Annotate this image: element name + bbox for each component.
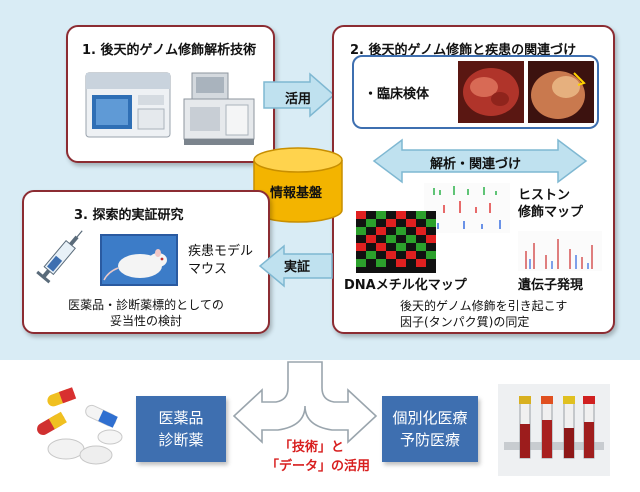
sequencer-instrument-image [85,72,171,138]
syringe-icon [36,230,83,284]
dna-methylation-label: DNAメチル化マップ [344,278,467,293]
card-analysis-technology: 1. 後天的ゲノム修飾解析技術 [66,25,275,163]
tissue-photo-2 [528,61,594,123]
drugs-diagnostics-box: 医薬品 診断薬 [136,396,226,462]
verify-arrow [258,244,333,288]
gene-expression-chart [518,231,602,271]
caption-line2: 「データ」の活用 [266,459,371,474]
mouse-photo [100,234,178,286]
split-arrow [232,361,378,444]
card-title-technology: 1. 後天的ゲノム修飾解析技術 [82,43,257,58]
specimen-label: ・臨床検体 [364,87,430,102]
dna-methylation-heatmap [356,211,436,273]
factor-text-line1: 後天的ゲノム修飾を引き起こす [400,299,568,313]
validation-text-line1: 医薬品・診断薬標的としての [68,298,224,312]
database-label: 情報基盤 [270,186,323,201]
database-cylinder-icon [253,147,343,223]
use-arrow-label: 活用 [285,92,312,107]
analysis-arrow-label: 解析・関連づけ [430,157,522,172]
caption-line1: 「技術」と [279,440,345,455]
analysis-double-arrow [372,138,588,184]
card-title-research: 3. 探索的実証研究 [74,208,184,223]
disease-model-label-line2: マウス [188,262,228,277]
card-exploratory-research: 3. 探索的実証研究 疾患モデル マウス 医薬品・診断薬標的としての 妥当性の検… [22,190,270,334]
factor-text-line2: 因子(タンパク質)の同定 [400,315,530,329]
card-title-association: 2. 後天的ゲノム修飾と疾患の関連づけ [350,43,577,58]
histone-map-chart [424,183,510,233]
personalized-medicine-box: 個別化医療 予防医療 [382,396,478,462]
disease-model-label-line1: 疾患モデル [188,244,254,259]
histone-map-label: ヒストン 修飾マップ [518,188,584,220]
mass-spectrometer-image [183,72,255,145]
tissue-photo-1 [458,61,524,123]
blood-sample-tubes-image [498,384,610,476]
gene-expression-label: 遺伝子発現 [518,278,584,293]
use-arrow [263,72,336,118]
verify-arrow-label: 実証 [284,260,311,275]
pills-image [37,387,123,465]
validation-text-line2: 妥当性の検討 [109,314,182,328]
